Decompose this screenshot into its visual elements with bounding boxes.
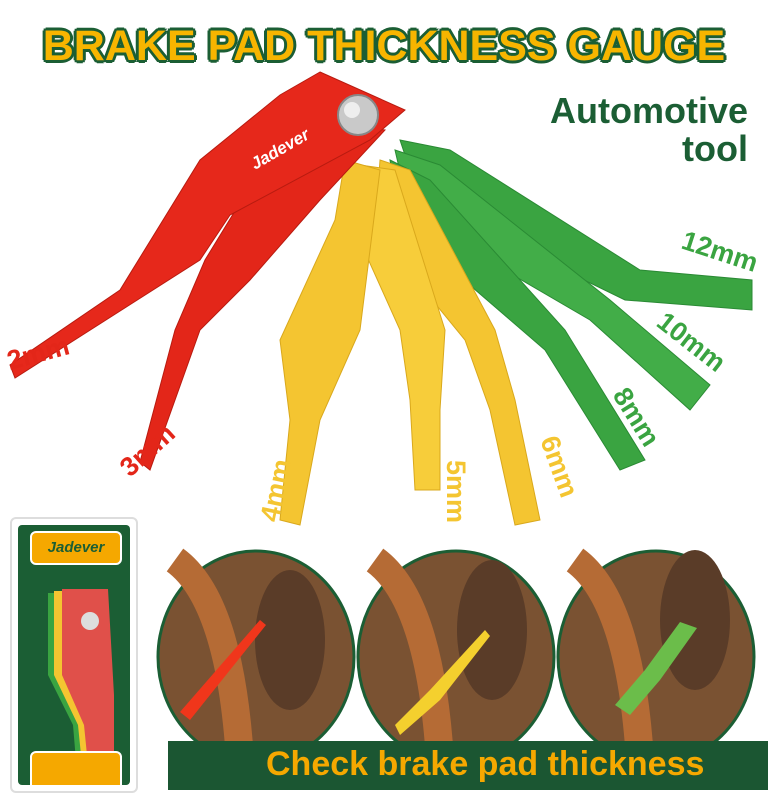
label-12mm: 12mm [678, 225, 761, 278]
usage-photo-green [556, 548, 756, 765]
rivet-highlight [344, 102, 360, 118]
subtitle: Automotive tool [550, 92, 748, 168]
package-logo: Jadever [30, 531, 122, 565]
subtitle-line2: tool [682, 128, 748, 169]
blade-5mm [354, 164, 446, 491]
usage-photo-red [156, 548, 356, 765]
label-5mm: 5mm [441, 460, 471, 523]
label-2mm: 2mm [4, 331, 73, 376]
usage-photo-yellow [356, 548, 556, 765]
bottom-banner: Check brake pad thickness [168, 741, 768, 790]
banner-text: Check brake pad thickness [266, 745, 705, 783]
package-gauge [48, 589, 114, 785]
page-title: BRAKE PAD THICKNESS GAUGE [42, 22, 726, 70]
blade-2mm [9, 71, 406, 379]
product-package: Jadever [10, 517, 138, 793]
subtitle-line1: Automotive [550, 90, 748, 131]
label-6mm: 6mm [534, 432, 584, 501]
blade-4mm [279, 159, 381, 526]
package-footer [30, 751, 122, 785]
label-3mm: 3mm [114, 418, 181, 482]
